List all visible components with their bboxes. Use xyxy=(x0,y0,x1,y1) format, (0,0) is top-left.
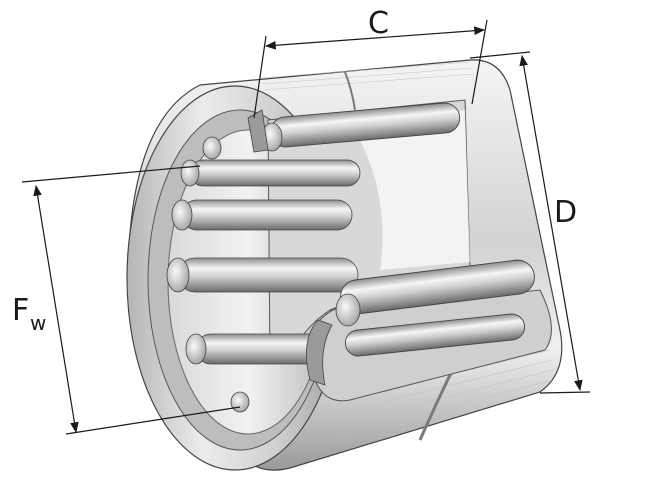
cage-edge-top xyxy=(247,109,269,153)
raceway-shadow xyxy=(360,110,470,270)
cage-edge xyxy=(306,319,333,386)
width-dimension-line xyxy=(264,26,486,50)
roller xyxy=(181,199,353,231)
dimension-lines xyxy=(21,19,591,435)
outer-diameter-extension-top xyxy=(469,51,531,59)
inner-diameter-label: F xyxy=(12,293,29,328)
outer-diameter-label: D xyxy=(554,195,577,230)
roller-end xyxy=(230,391,250,413)
inner-diameter-dimension-line xyxy=(33,184,79,434)
roller xyxy=(189,159,361,187)
roller-end xyxy=(180,159,200,187)
shell-groove-top xyxy=(344,71,356,111)
width-extension-left xyxy=(253,35,267,119)
roller-end xyxy=(202,136,222,160)
inner-diameter-subscript: w xyxy=(30,311,46,335)
outer-diameter-extension-bottom xyxy=(539,391,591,394)
roller-end xyxy=(185,333,207,365)
bearing-assembly xyxy=(126,59,563,471)
roller-end xyxy=(171,199,193,231)
outer-diameter-dimension-line xyxy=(519,54,583,392)
roller-end xyxy=(166,257,190,293)
inner-diameter-extension-top xyxy=(21,165,201,183)
width-label: C xyxy=(368,6,389,41)
inner-diameter-extension-bottom xyxy=(65,406,241,435)
bottom-roller-upper-end xyxy=(335,293,361,327)
roller xyxy=(177,257,359,293)
